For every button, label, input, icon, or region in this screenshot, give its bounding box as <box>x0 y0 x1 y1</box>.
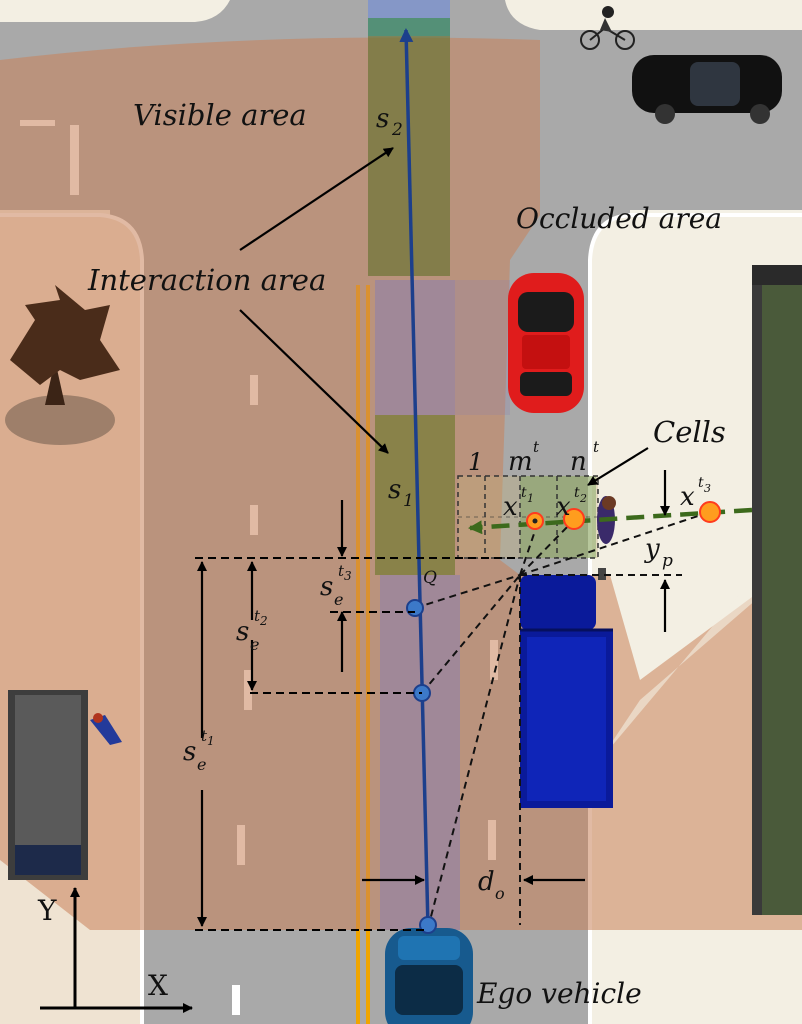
label-axis-x: X <box>148 969 168 1002</box>
red-car <box>508 273 584 413</box>
label-cell-m-sup: t <box>533 438 540 456</box>
label-x-t3-sup: t <box>698 475 704 491</box>
label-occluded-area: Occluded area <box>516 202 722 235</box>
label-cell-n: n <box>570 447 587 477</box>
label-x-t2-sup: t <box>574 485 580 501</box>
label-x-t2: x <box>556 492 571 522</box>
annotation-arrows <box>197 147 670 927</box>
label-x-t1-subsup: 1 <box>527 492 534 505</box>
label-cell-m: m <box>508 447 533 477</box>
label-x-t2-subsup: 2 <box>579 492 587 505</box>
label-se-t3-sub: e <box>334 590 343 609</box>
black-car <box>632 55 782 124</box>
building <box>752 265 802 915</box>
axis <box>40 887 193 1013</box>
pedestrian-left <box>90 713 122 745</box>
label-axis-y: Y <box>37 894 57 927</box>
label-q: Q <box>423 568 437 588</box>
label-se-t3: s <box>320 572 333 602</box>
label-x-t1: x <box>503 492 518 522</box>
ego-vehicle <box>385 928 473 1024</box>
label-se-t3-sup: t <box>338 562 345 580</box>
projection-lines <box>414 511 711 929</box>
label-s1-sub: 1 <box>403 491 414 511</box>
label-se-t1-sub: e <box>197 755 206 774</box>
label-yp-sub: p <box>662 551 673 571</box>
label-x-t3-subsup: 3 <box>704 482 711 495</box>
label-se-t2-subsup: 2 <box>259 614 268 628</box>
label-do: d <box>478 867 495 897</box>
label-se-t3-subsup: 3 <box>344 569 352 583</box>
label-x-t3: x <box>680 482 695 512</box>
label-se-t2: s <box>236 617 249 647</box>
label-se-t1: s <box>183 737 196 767</box>
pedestrian-markers <box>526 501 721 530</box>
reference-lines <box>195 557 520 931</box>
label-se-t2-sup: t <box>254 607 261 625</box>
label-cell-1: 1 <box>468 448 483 476</box>
label-interaction-area: Interaction area <box>87 263 326 297</box>
label-se-t2-sub: e <box>250 635 259 654</box>
label-se-t1-subsup: 1 <box>207 734 215 748</box>
ego-path <box>399 28 430 929</box>
label-x-t1-sup: t <box>521 485 527 501</box>
cyclist <box>580 6 635 50</box>
label-s1: s <box>388 475 401 505</box>
label-cell-n-sup: t <box>593 438 600 456</box>
text-labels: Visible area Occluded area Interaction a… <box>37 98 726 1010</box>
label-visible-area: Visible area <box>133 98 307 132</box>
label-s2: s <box>376 104 389 134</box>
interaction-area-mid <box>375 280 510 415</box>
label-yp: y <box>644 534 660 564</box>
label-s2-sub: 2 <box>391 120 403 140</box>
tree <box>5 285 120 445</box>
label-se-t1-sup: t <box>201 727 208 745</box>
pedestrian-trajectory <box>468 507 753 535</box>
label-ego-vehicle: Ego vehicle <box>476 977 642 1010</box>
occluded-wedge <box>600 520 802 760</box>
bus <box>8 690 88 880</box>
truck <box>520 568 613 808</box>
label-cells: Cells <box>653 415 726 449</box>
label-do-sub: o <box>495 884 505 903</box>
